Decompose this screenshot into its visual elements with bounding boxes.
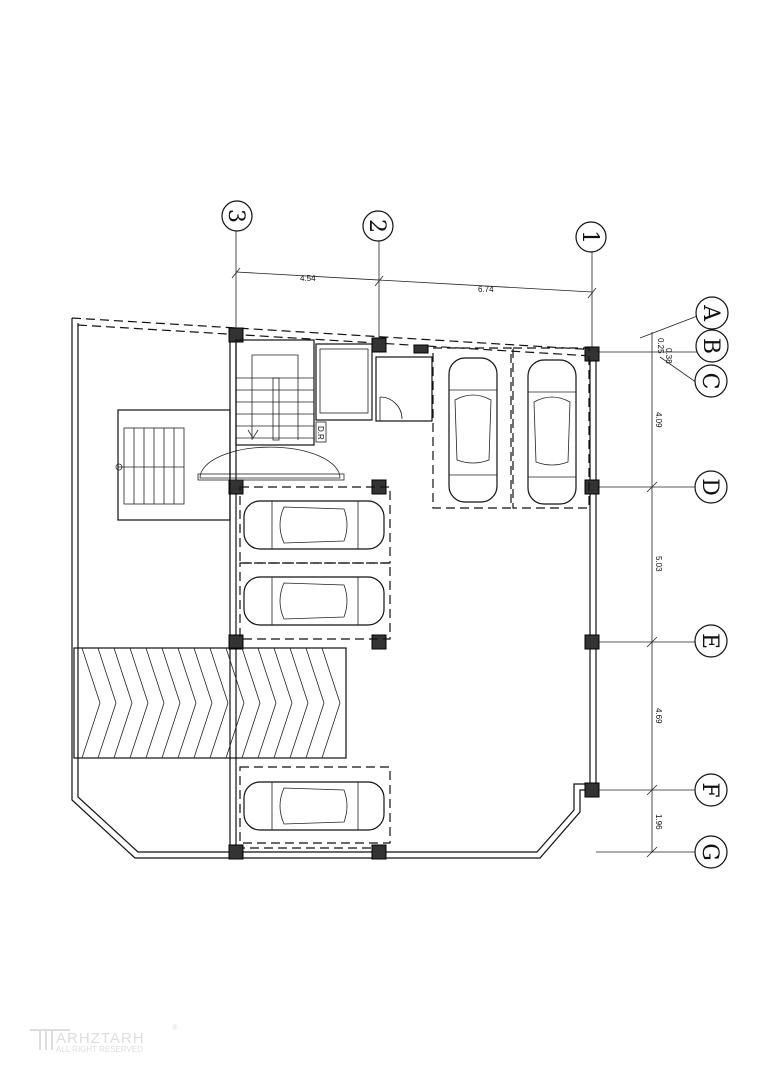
watermark-tagline: ALL RIGHT RESERVED [56,1045,143,1054]
svg-text:B: B [698,338,723,354]
grid-bubble-d: D [694,470,728,504]
svg-text:A: A [698,304,723,322]
grid-bubble-f: F [694,773,728,807]
grid-bubbles: 3 2 1 A B C D E F G [221,200,729,869]
dim-a-b: 0.25 [656,338,665,354]
dim-3-2: 4.54 [300,274,316,283]
car-horizontal-3 [243,781,385,831]
grid-bubble-e: E [694,624,728,658]
svg-text:2: 2 [364,219,389,233]
svg-text:D: D [697,478,722,496]
svg-text:1: 1 [577,230,602,244]
svg-text:3: 3 [223,209,248,223]
grid-bubble-1: 1 [575,221,607,253]
duct-label: D.R [316,426,325,440]
dim-c-d: 4.09 [654,412,663,428]
dim-2-1: 6.74 [478,285,494,294]
parking-bays [239,347,590,844]
watermark-brand: ARHZTARH [56,1030,145,1047]
svg-text:C: C [697,373,722,390]
car-horizontal-2 [243,576,385,626]
car-vertical-2 [527,359,577,505]
ramp [73,647,347,759]
dim-f-g: 1.96 [654,814,663,830]
elevator: D.R [315,343,433,443]
dim-e-f: 4.69 [654,708,663,724]
car-horizontal-1 [243,500,385,550]
svg-text:E: E [697,633,722,649]
stair-core [197,339,345,481]
grid-bubble-g: G [694,835,728,869]
grid-bubble-c: C [694,364,728,398]
watermark-logo: ARHZTARH ® ALL RIGHT RESERVED [30,1023,178,1054]
dim-b-c: 0.38 [664,348,673,364]
grid-bubble-2: 2 [362,210,394,242]
svg-text:F: F [697,782,722,797]
exterior-stair [115,409,231,521]
car-vertical-1 [448,357,498,503]
grid-bubble-a: A [695,296,729,330]
building-outline [71,317,599,859]
dim-d-e: 5.03 [654,556,663,572]
grid-bubble-3: 3 [221,200,253,232]
svg-text:G: G [697,843,722,861]
structural-columns [228,327,600,860]
grid-lines [231,230,701,858]
grid-bubble-b: B [695,329,729,363]
dimension-labels: 4.54 6.74 0.25 0.38 4.09 5.03 4.69 1.96 [300,274,673,830]
watermark-registered: ® [172,1023,178,1032]
